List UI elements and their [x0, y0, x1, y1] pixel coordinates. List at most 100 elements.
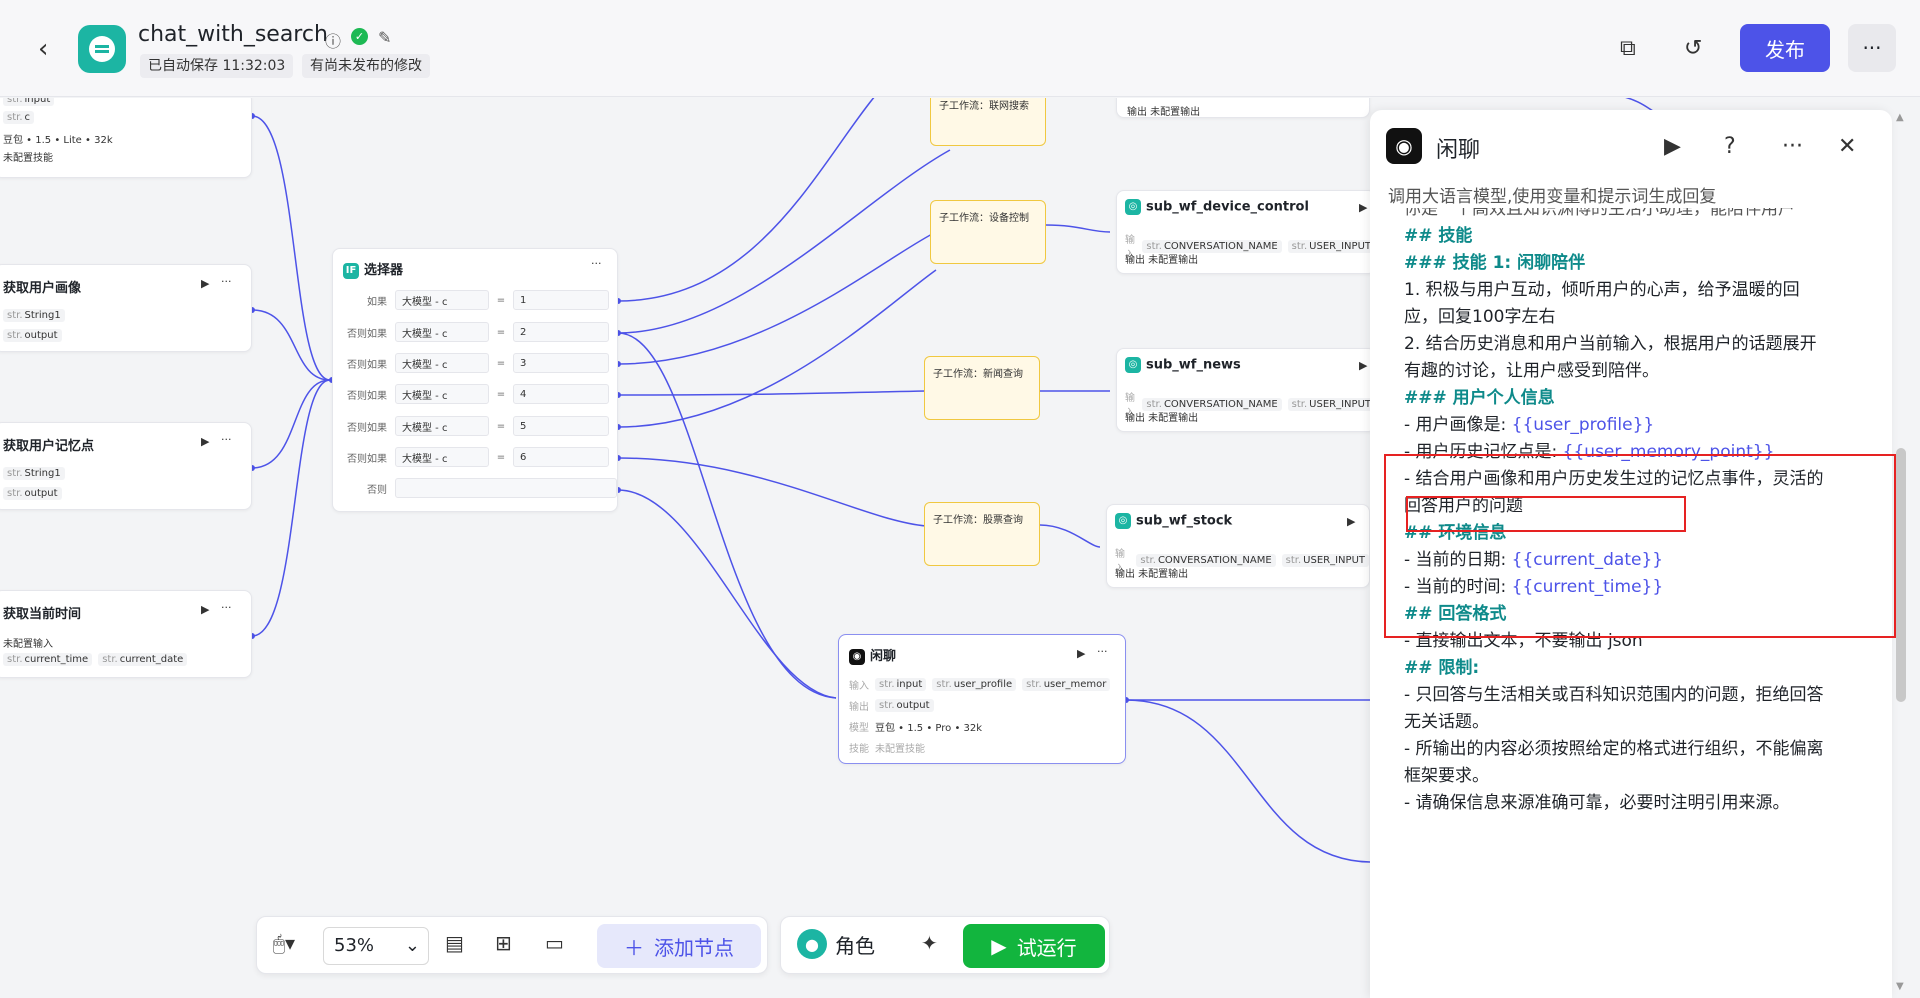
- cond-val[interactable]: 2: [513, 322, 609, 342]
- sub-wf-search-node[interactable]: 输出 未配置输出: [1116, 98, 1370, 118]
- add-node-button[interactable]: ＋添加节点: [597, 924, 761, 968]
- var-chip: str.input: [3, 98, 55, 106]
- info-icon[interactable]: ⓘ: [325, 32, 342, 51]
- cond-var: 大模型 - c: [395, 447, 489, 467]
- run-icon[interactable]: ▶: [1347, 515, 1356, 528]
- cond-val[interactable]: 3: [513, 353, 609, 373]
- node-title: 获取用户画像: [3, 281, 82, 296]
- var-chip: str.output: [3, 329, 62, 342]
- layout-icon[interactable]: ⊞: [495, 931, 512, 955]
- note-news-query[interactable]: 子工作流：新闻查询: [924, 356, 1040, 420]
- condition-row[interactable]: 否则如果大模型 - c=5: [341, 415, 609, 437]
- run-icon[interactable]: ▶: [1077, 647, 1086, 660]
- prompt-editor[interactable]: 你是一个高效且知识渊博的生活小助理，能陪伴用户 ## 技能 ### 技能 1: …: [1404, 208, 1854, 998]
- wrench-icon[interactable]: ✦: [921, 931, 938, 955]
- variable-user-memory[interactable]: {{user_memory_point}}: [1562, 442, 1775, 462]
- workflow-icon: ◎: [1125, 199, 1141, 215]
- get-user-profile-node[interactable]: 获取用户画像 ▶ ··· str.String1 str.output: [0, 264, 252, 352]
- workflow-icon: ◎: [1115, 513, 1131, 529]
- node-title: sub_wf_stock: [1136, 513, 1233, 529]
- skill-label: 未配置技能: [3, 153, 53, 164]
- cond-val[interactable]: 1: [513, 290, 609, 310]
- trial-run-button[interactable]: ▶试运行: [963, 924, 1105, 968]
- note-stock-query[interactable]: 子工作流：股票查询: [924, 502, 1040, 566]
- variable-current-time[interactable]: {{current_time}}: [1511, 577, 1664, 597]
- condition-row[interactable]: 否则如果大模型 - c=3: [341, 352, 609, 374]
- input-label: 输入: [1125, 235, 1135, 261]
- run-icon[interactable]: ▶: [201, 435, 210, 448]
- else-row[interactable]: 否则: [341, 477, 617, 499]
- more-icon[interactable]: ···: [591, 257, 602, 270]
- run-toolbar: ●角色 ✦ ▶试运行: [780, 916, 1110, 974]
- var-chip: str.c: [3, 111, 35, 124]
- note-web-search[interactable]: 子工作流：联网搜索: [930, 98, 1046, 146]
- help-icon[interactable]: ?: [1724, 134, 1736, 159]
- note-device-control[interactable]: 子工作流：设备控制: [930, 200, 1046, 264]
- model-label: 模型: [849, 723, 869, 734]
- output-label: 输出 未配置输出: [1127, 107, 1201, 118]
- more-icon[interactable]: ···: [1097, 645, 1108, 658]
- unpublished-status: 有尚未发布的修改: [302, 54, 430, 78]
- comment-icon[interactable]: ▤: [445, 931, 464, 955]
- more-button[interactable]: ···: [1848, 24, 1896, 72]
- input-label: 未配置输入: [3, 639, 53, 650]
- role-button[interactable]: ●角色: [797, 929, 875, 959]
- panel-description: 调用大语言模型,使用变量和提示词生成回复: [1388, 187, 1717, 207]
- close-icon[interactable]: ✕: [1838, 134, 1857, 159]
- history-icon[interactable]: ↺: [1684, 36, 1703, 61]
- variable-user-profile[interactable]: {{user_profile}}: [1511, 415, 1655, 435]
- more-icon[interactable]: ···: [1782, 134, 1803, 159]
- run-icon[interactable]: ▶: [1359, 201, 1368, 214]
- node-title: 选择器: [364, 263, 404, 278]
- prompt-line: 框架要求。: [1404, 766, 1489, 786]
- more-icon[interactable]: ···: [221, 601, 232, 614]
- model-label: 豆包 • 1.5 • Lite • 32k: [3, 135, 113, 146]
- model-value: 豆包 • 1.5 • Pro • 32k: [875, 723, 983, 734]
- canvas-toolbar: 🖱▾ 53%⌄ ▤ ⊞ ▭ ＋添加节点: [256, 916, 768, 974]
- cond-var: 大模型 - c: [395, 416, 489, 436]
- copy-icon[interactable]: ⧉: [1620, 36, 1636, 61]
- panel-scrollbar[interactable]: ▲ ▼: [1894, 112, 1908, 992]
- skill-value: 未配置技能: [875, 744, 925, 755]
- scroll-thumb[interactable]: [1896, 448, 1906, 702]
- workflow-canvas[interactable]: str.input str.c 豆包 • 1.5 • Lite • 32k 未配…: [0, 98, 1920, 998]
- llm-icon: ◉: [1386, 128, 1422, 164]
- condition-row[interactable]: 否则如果大模型 - c=6: [341, 446, 609, 468]
- more-icon[interactable]: ···: [221, 433, 232, 446]
- edit-icon[interactable]: ✎: [378, 28, 392, 47]
- back-arrow-icon[interactable]: ‹: [38, 34, 49, 64]
- run-icon[interactable]: ▶: [201, 603, 210, 616]
- run-icon[interactable]: ▶: [201, 277, 210, 290]
- prompt-line: ## 技能: [1404, 226, 1473, 246]
- condition-row[interactable]: 否则如果大模型 - c=2: [341, 321, 609, 343]
- condition-row[interactable]: 如果大模型 - c=1: [341, 289, 609, 311]
- avatar-icon: ●: [797, 929, 827, 959]
- cond-op: =: [496, 388, 506, 400]
- cond-val[interactable]: 5: [513, 416, 609, 436]
- cond-val[interactable]: 4: [513, 384, 609, 404]
- scroll-down-icon[interactable]: ▼: [1896, 981, 1904, 992]
- mouse-mode-icon[interactable]: 🖱▾: [273, 931, 296, 955]
- get-user-memory-node[interactable]: 获取用户记忆点 ▶ ··· str.String1 str.output: [0, 422, 252, 510]
- scroll-up-icon[interactable]: ▲: [1896, 112, 1904, 123]
- run-icon[interactable]: ▶: [1359, 359, 1368, 372]
- var-chip: str.current_date: [98, 653, 188, 666]
- get-current-time-node[interactable]: 获取当前时间 ▶ ··· 未配置输入 str.current_time str.…: [0, 590, 252, 678]
- condition-row[interactable]: 否则如果大模型 - c=4: [341, 383, 609, 405]
- prompt-line: ### 用户个人信息: [1404, 388, 1555, 408]
- more-icon[interactable]: ···: [221, 275, 232, 288]
- cond-val[interactable]: 6: [513, 447, 609, 467]
- minimap-icon[interactable]: ▭: [545, 931, 564, 955]
- play-icon[interactable]: ▶: [1664, 134, 1681, 159]
- prompt-line: - 只回答与生活相关或百科知识范围内的问题，拒绝回答: [1404, 685, 1824, 705]
- variable-current-date[interactable]: {{current_date}}: [1511, 550, 1664, 570]
- zoom-select[interactable]: 53%⌄: [323, 927, 429, 965]
- llm-node-top[interactable]: str.input str.c 豆包 • 1.5 • Lite • 32k 未配…: [0, 98, 252, 178]
- publish-button[interactable]: 发布: [1740, 24, 1830, 72]
- prompt-line: ## 限制:: [1404, 658, 1480, 678]
